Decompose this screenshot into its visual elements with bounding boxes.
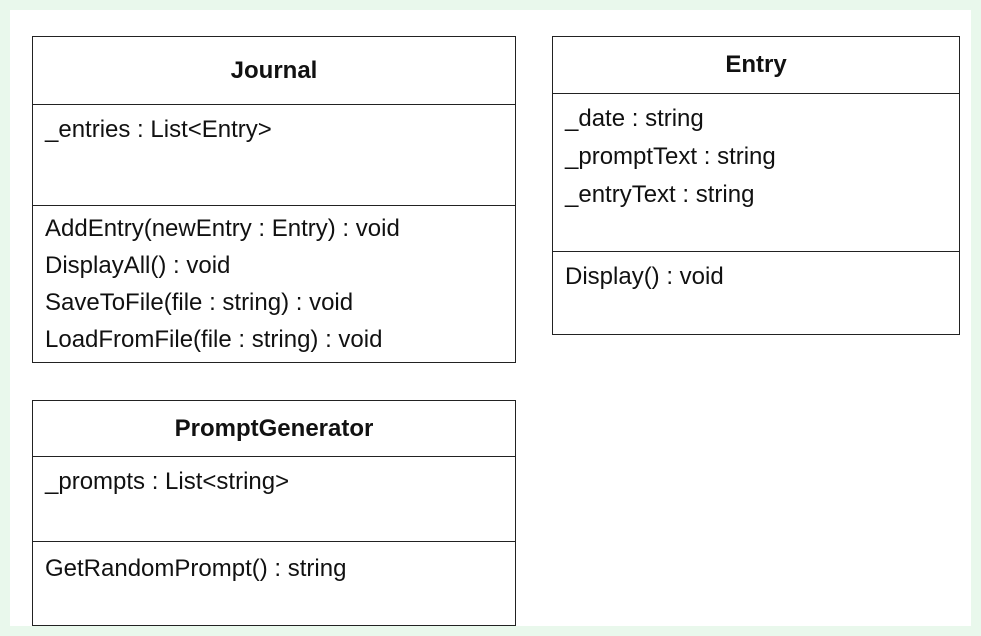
class-name-entry: Entry xyxy=(553,37,959,94)
operation-load-from-file: LoadFromFile(file : string) : void xyxy=(45,326,383,353)
attributes-prompt-generator: _prompts : List<string> xyxy=(33,457,515,542)
attributes-journal: _entries : List<Entry> xyxy=(33,105,515,206)
attribute-entry-text: _entryText : string xyxy=(565,181,755,208)
operations-entry: Display() : void xyxy=(553,252,959,295)
operation-display-all: DisplayAll() : void xyxy=(45,252,231,279)
class-prompt-generator: PromptGenerator _prompts : List<string> … xyxy=(32,400,516,626)
operation-get-random-prompt: GetRandomPrompt() : string xyxy=(45,555,347,582)
operation-add-entry: AddEntry(newEntry : Entry) : void xyxy=(45,215,400,242)
operations-journal: AddEntry(newEntry : Entry) : void Displa… xyxy=(33,206,515,358)
attributes-entry: _date : string _promptText : string _ent… xyxy=(553,94,959,252)
attribute-prompts: _prompts : List<string> xyxy=(45,468,290,495)
attribute-entries: _entries : List<Entry> xyxy=(45,116,272,143)
diagram-canvas: Journal _entries : List<Entry> AddEntry(… xyxy=(10,10,971,626)
class-name-prompt-generator: PromptGenerator xyxy=(33,401,515,457)
class-name-journal: Journal xyxy=(33,37,515,105)
attribute-date: _date : string xyxy=(565,105,704,132)
class-entry: Entry _date : string _promptText : strin… xyxy=(552,36,960,335)
class-journal: Journal _entries : List<Entry> AddEntry(… xyxy=(32,36,516,363)
operation-save-to-file: SaveToFile(file : string) : void xyxy=(45,289,354,316)
operations-prompt-generator: GetRandomPrompt() : string xyxy=(33,542,515,587)
operation-display: Display() : void xyxy=(565,263,724,290)
attribute-prompt-text: _promptText : string xyxy=(565,143,776,170)
